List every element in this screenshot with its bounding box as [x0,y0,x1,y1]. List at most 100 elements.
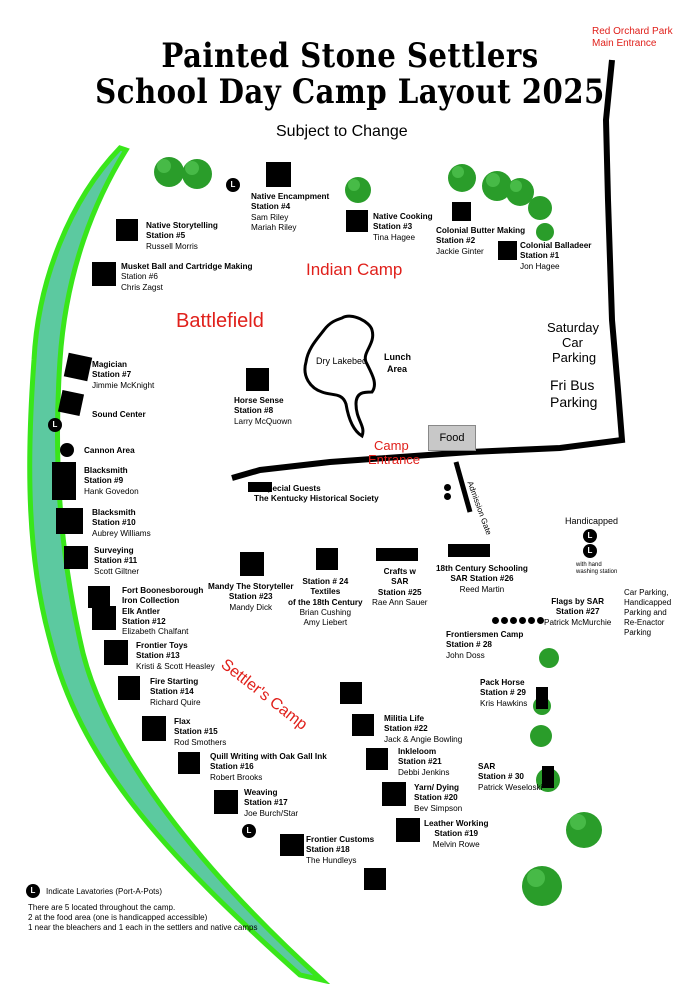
station-25-block [376,548,418,561]
lunch-label-2: Area [387,364,408,374]
station-1-host: Jon Hagee [520,261,560,271]
subtitle: Subject to Change [276,123,408,140]
station-17-block [214,790,238,814]
station-11-name: Surveying [94,546,134,555]
station-14-host: Richard Quire [150,697,201,707]
station-30-number: Station # 30 [478,772,524,782]
sound-center-text: Sound Center [92,410,146,419]
lavatory-icon: L [583,529,597,543]
hand-wash-label-1: with hand [576,562,602,568]
station-23-name: Mandy The Storyteller [208,582,294,591]
station-3-block [346,210,368,232]
station-2-host: Jackie Ginter [436,246,484,256]
river [27,145,331,984]
flag-marker [510,617,517,624]
station-12b-block [92,606,116,630]
flag-marker [537,617,544,624]
station-18-host: The Hundleys [306,855,357,865]
station-25-name: Crafts w [383,567,416,576]
lavatory-icon: L [226,178,240,192]
station-19-name: Leather Working [424,819,489,828]
station-7-block [63,352,93,382]
legend-line-3: 1 near the bleachers and 1 each in the s… [28,923,258,932]
station-23-block [240,552,264,576]
station-16-block [178,752,200,774]
station-13-block [104,640,128,665]
station-25-number: Station #25 [377,587,422,597]
station-12-name-2: Iron Collection [122,596,180,606]
station-6-host: Chris Zagst [121,282,163,292]
special-guests-text: Special Guests [262,484,321,493]
station-19-host: Melvin Rowe [432,839,480,849]
station-2-block [452,202,471,221]
station-12-host: Elizabeth Chalfant [122,627,189,637]
station-28-host: John Doss [446,650,485,660]
station-25-name-2: SAR [391,577,409,587]
station-4-number: Station #4 [251,202,291,212]
tree-highlights [157,159,586,887]
station-9-host: Hank Govedon [84,486,139,496]
station-26-block [448,544,490,557]
station-12a-block [88,586,110,608]
saturday-parking-3: Parking [552,350,597,365]
station-20-number: Station #20 [414,793,458,803]
station-26-name: 18th Century Schooling [436,564,528,573]
station-5-number: Station #5 [146,231,186,241]
station-24-host-2: Amy Liebert [303,618,348,628]
station-18b-block [364,868,386,890]
station-7-number: Station #7 [92,370,132,380]
flag-marker [492,617,499,624]
station-11-host: Scott Giltner [94,566,140,576]
gate-post-icon [444,493,451,500]
kentucky-historical-text: The Kentucky Historical Society [254,494,379,503]
station-29-name: Pack Horse [480,678,525,687]
station-15-block [142,716,166,741]
entrance-label-2: Main Entrance [592,38,657,49]
station-22a-block [340,682,362,704]
station-4-name: Native Encampment [251,192,330,201]
station-18-block [280,834,304,856]
car-parking-4: Re-Enactor [624,618,665,627]
road [231,59,626,481]
station-9-number: Station #9 [84,476,124,486]
station-8-block [246,368,269,391]
station-11-block [64,546,88,569]
station-8-number: Station #8 [234,406,274,416]
station-10-block [56,508,83,534]
station-16-number: Station #16 [210,762,254,772]
station-13-number: Station #13 [136,651,180,661]
station-24-host: Brian Cushing [299,607,352,617]
entrance-label-1: Red Orchard Park [592,26,673,37]
lavatory-icon: L [48,418,62,432]
title-line-1: Painted Stone Settlers [161,36,539,76]
station-16-host: Robert Brooks [210,772,263,782]
cannon-area-text: Cannon Area [84,446,135,455]
food-area: Food [428,425,476,451]
station-27-name: Flags by SAR [551,597,605,606]
lunch-label-1: Lunch [384,352,411,362]
station-18-number: Station #18 [306,845,350,855]
station-11-number: Station #11 [94,556,138,566]
station-7-name: Magician [92,360,128,369]
station-22-number: Station #22 [384,724,428,734]
station-21-number: Station #21 [398,757,442,767]
station-24-name-2: of the 18th Century [288,597,363,607]
station-6-block [92,262,116,286]
station-3-number: Station #3 [373,222,413,232]
station-29-number: Station # 29 [480,688,526,698]
station-17-name: Weaving [244,788,278,797]
station-1-name: Colonial Balladeer [520,241,592,250]
